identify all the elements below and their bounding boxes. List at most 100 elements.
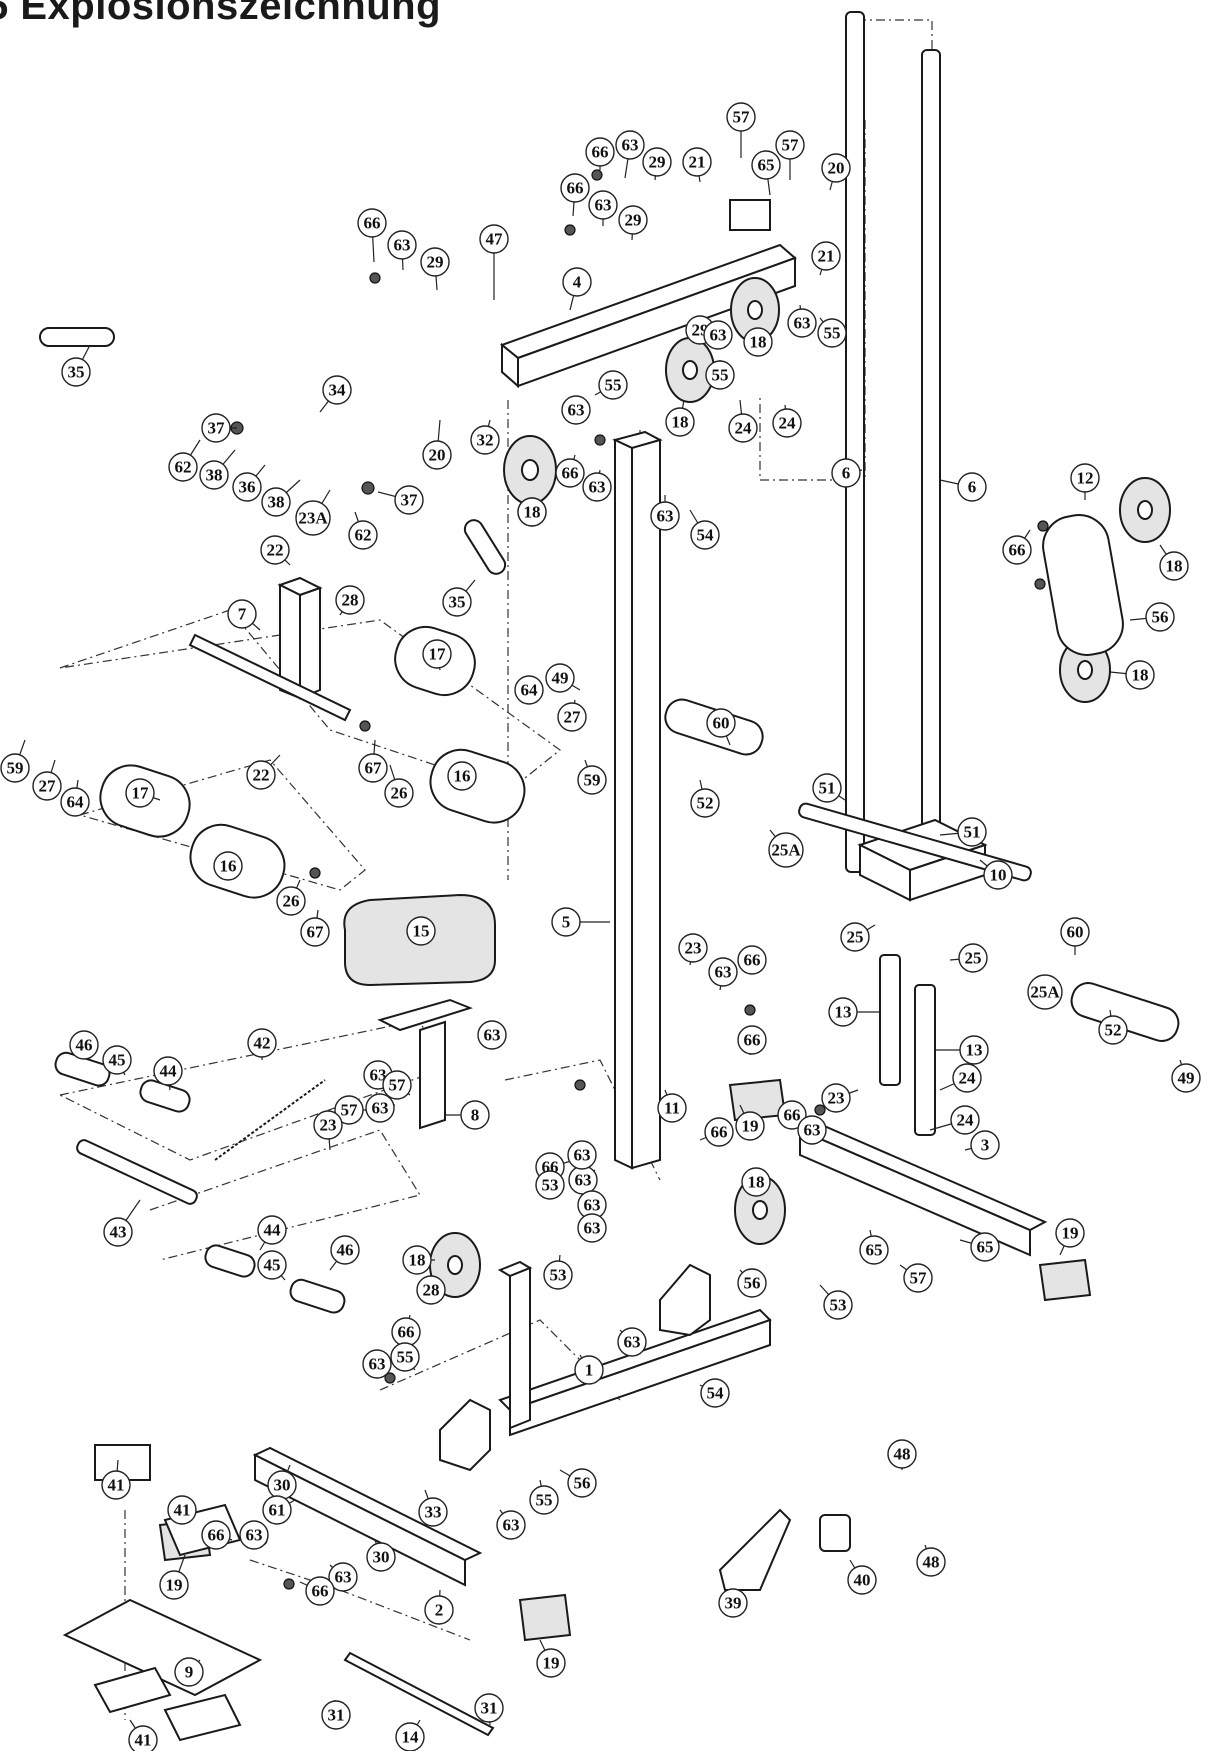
part-number-label: 16	[220, 857, 237, 876]
callout-circle	[618, 205, 648, 235]
part-callout: 21	[682, 147, 712, 177]
part-number-label: 64	[521, 681, 539, 700]
carriage-10	[798, 802, 1032, 902]
part-callout: 8	[460, 1100, 490, 1130]
callout-circle	[562, 267, 592, 297]
callout-circle	[232, 472, 262, 502]
part-callout: 35	[442, 587, 472, 617]
part-number-label: 65	[758, 156, 775, 175]
part-callout: 24	[772, 408, 802, 438]
part-callout: 55	[705, 360, 735, 390]
part-number-label: 54	[697, 526, 715, 545]
part-number-label: 48	[923, 1553, 940, 1572]
upright-tube-6-right	[921, 49, 941, 873]
part-callout: 63	[577, 1190, 607, 1220]
part-number-label: 57	[782, 136, 800, 155]
callout-circle	[952, 1063, 982, 1093]
part-number-label: 66	[744, 1031, 761, 1050]
part-callout: 5	[551, 907, 581, 937]
part-callout: 55	[817, 318, 847, 348]
part-callout: 65	[859, 1235, 889, 1265]
part-number-label: 18	[409, 1251, 426, 1270]
callout-circle	[577, 765, 607, 795]
callout-circle	[706, 708, 736, 738]
callout-circle	[708, 957, 738, 987]
callout-circle	[718, 1588, 748, 1618]
callout-circle	[420, 247, 450, 277]
callout-circle	[847, 1565, 877, 1595]
part-callout: 30	[366, 1542, 396, 1572]
part-callout: 61	[262, 1495, 292, 1525]
part-number-label: 9	[185, 1663, 194, 1682]
part-number-label: 57	[910, 1269, 928, 1288]
part-number-label: 1	[585, 1361, 594, 1380]
part-callout: 48	[916, 1547, 946, 1577]
callout-circle	[0, 753, 30, 783]
part-number-label: 24	[779, 414, 797, 433]
part-callout: 29	[618, 205, 648, 235]
part-number-label: 19	[543, 1654, 560, 1673]
callout-circle	[470, 425, 500, 455]
callout-circle	[357, 208, 387, 238]
part-callout: 63	[365, 1093, 395, 1123]
part-number-label: 55	[824, 324, 841, 343]
part-callout: 14	[395, 1722, 425, 1751]
part-number-label: 23	[320, 1116, 337, 1135]
part-number-label: 63	[657, 507, 674, 526]
part-number-label: 63	[568, 401, 585, 420]
part-number-label: 34	[329, 381, 347, 400]
part-callout: 66	[1002, 535, 1032, 565]
callout-circle	[737, 945, 767, 975]
callout-circle	[322, 375, 352, 405]
part-callout: 9	[174, 1657, 204, 1687]
callout-circle	[69, 1030, 99, 1060]
part-number-label: 63	[394, 236, 411, 255]
part-number-label: 26	[283, 892, 300, 911]
part-number-label: 12	[1077, 469, 1094, 488]
part-number-label: 21	[818, 247, 835, 266]
part-callout: 3	[970, 1130, 1000, 1160]
base-frame-1	[439, 1260, 772, 1472]
callout-circle	[831, 458, 861, 488]
callout-circle	[1060, 917, 1090, 947]
part-callout: 63	[615, 130, 645, 160]
part-callout: 13	[959, 1035, 989, 1065]
callout-circle	[598, 370, 628, 400]
part-callout: 27	[32, 771, 62, 801]
part-callout: 51	[957, 817, 987, 847]
part-number-label: 57	[341, 1101, 359, 1120]
pulleys-18	[429, 277, 1171, 1298]
part-callout: 41	[101, 1470, 131, 1500]
part-number-label: 25A	[771, 841, 801, 860]
callout-circle	[741, 1167, 771, 1197]
part-number-label: 67	[365, 759, 383, 778]
callout-circle	[201, 413, 231, 443]
part-number-label: 42	[254, 1034, 271, 1053]
callout-circle	[574, 1355, 604, 1385]
part-callout: 32	[470, 425, 500, 455]
callout-circle	[1098, 1015, 1128, 1045]
part-number-label: 24	[959, 1069, 977, 1088]
part-callout: 64	[60, 787, 90, 817]
part-number-label: 66	[784, 1106, 801, 1125]
callout-circle	[957, 472, 987, 502]
part-number-label: 29	[625, 211, 642, 230]
part-number-label: 20	[429, 446, 446, 465]
part-number-label: 38	[206, 466, 223, 485]
callout-circle	[1125, 660, 1155, 690]
part-callout: 41	[167, 1495, 197, 1525]
part-number-label: 18	[1166, 557, 1183, 576]
part-number-label: 25A	[1030, 983, 1060, 1002]
part-number-label: 63	[794, 314, 811, 333]
callout-circle	[418, 1497, 448, 1527]
part-number-label: 62	[175, 458, 192, 477]
callout-circle	[424, 1595, 454, 1625]
part-number-label: 31	[328, 1706, 345, 1725]
part-number-label: 65	[866, 1241, 883, 1260]
callout-circle	[840, 922, 870, 952]
callout-circle	[227, 599, 257, 629]
part-callout: 53	[823, 1290, 853, 1320]
part-number-label: 56	[1152, 608, 1169, 627]
callout-circle	[514, 675, 544, 705]
part-number-label: 23	[828, 1089, 845, 1108]
